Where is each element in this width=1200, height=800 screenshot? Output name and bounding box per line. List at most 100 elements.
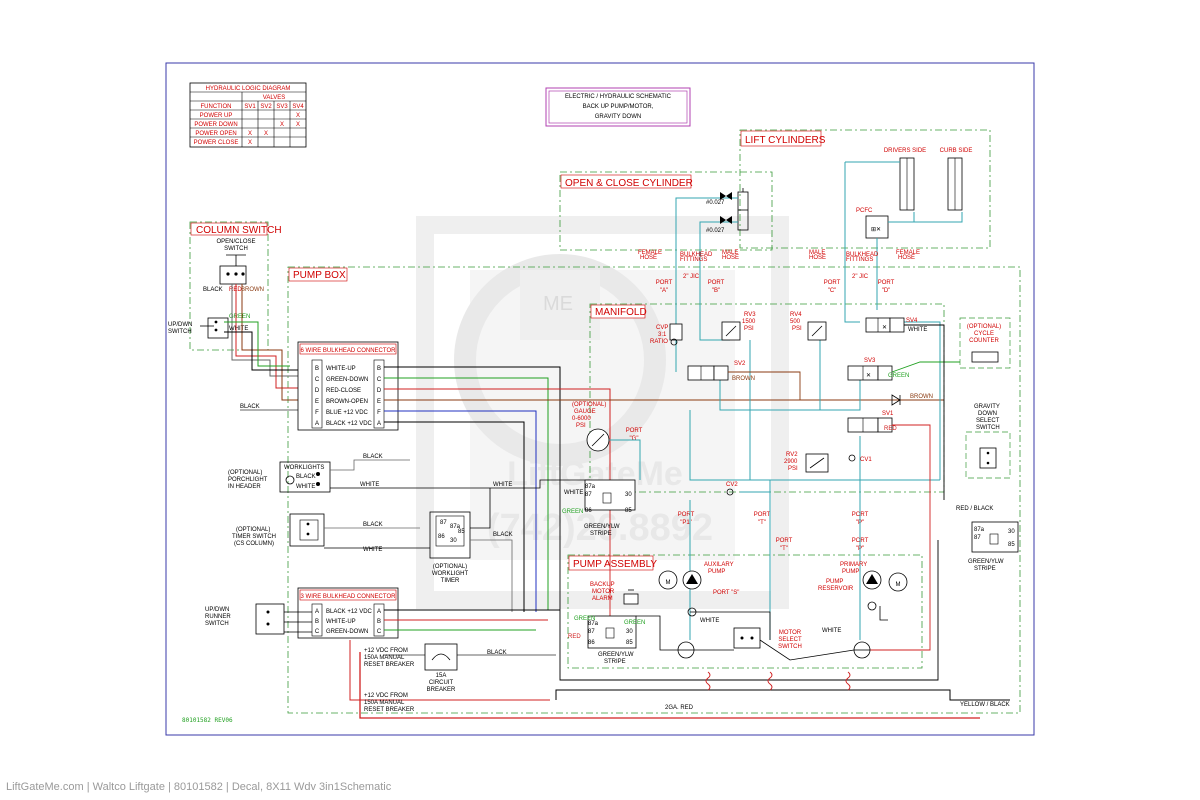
logic-table-title: HYDRAULIC LOGIC DIAGRAM	[206, 86, 291, 92]
svg-text:MALE: MALE	[722, 250, 738, 256]
svg-text:+12 VDC FROM: +12 VDC FROM	[364, 648, 408, 654]
svg-text:STRIPE: STRIPE	[604, 659, 626, 665]
reference-number: 80101582 REV06	[182, 717, 233, 724]
power-feeds: +12 VDC FROM 150A MANUAL RESET BREAKER +…	[349, 640, 1010, 719]
svg-text:GREEN/YLW: GREEN/YLW	[584, 524, 620, 530]
watermark-logo: ME	[543, 293, 573, 315]
svg-text:GREEN: GREEN	[888, 373, 909, 379]
svg-text:BROWN: BROWN	[732, 376, 755, 382]
svg-text:"T": "T"	[780, 546, 788, 552]
svg-text:PORT: PORT	[626, 428, 643, 434]
svg-text:BLACK +12 VDC: BLACK +12 VDC	[326, 421, 373, 427]
svg-text:WHITE: WHITE	[229, 326, 248, 332]
svg-text:D: D	[315, 388, 320, 394]
svg-text:⊞✕: ⊞✕	[871, 227, 881, 233]
svg-text:PORT: PORT	[878, 280, 895, 286]
svg-text:GREEN: GREEN	[229, 314, 250, 320]
svg-text:87: 87	[974, 535, 981, 541]
svg-text:PORT: PORT	[754, 512, 771, 518]
svg-text:A: A	[315, 421, 319, 427]
three-wire-connector: 3 WIRE BULKHEAD CONNECTOR A BLACK +12 VD…	[297, 587, 399, 639]
svg-text:PORT: PORT	[708, 280, 725, 286]
logic-mark: X	[280, 122, 284, 128]
svg-text:85: 85	[626, 640, 633, 646]
svg-text:87: 87	[440, 520, 447, 526]
svg-text:MOTOR: MOTOR	[592, 589, 615, 595]
svg-text:YELLOW / BLACK: YELLOW / BLACK	[960, 702, 1010, 708]
svg-text:C: C	[377, 377, 382, 383]
svg-text:A: A	[315, 609, 319, 615]
svg-text:(OPTIONAL): (OPTIONAL)	[236, 527, 270, 533]
up-dwn-switch: UP/DWN SWITCH GREEN WHITE	[168, 314, 250, 339]
svg-text:WHITE: WHITE	[700, 618, 719, 624]
pump-assembly-title: PUMP ASSEMBLY	[573, 559, 657, 570]
logic-table-valves: VALVES	[263, 95, 285, 101]
svg-text:DRIVERS SIDE: DRIVERS SIDE	[884, 148, 926, 154]
svg-text:SWITCH: SWITCH	[778, 644, 802, 650]
svg-text:30: 30	[1008, 529, 1015, 535]
open-close-cylinder-box	[559, 171, 773, 251]
svg-text:UP/DWN: UP/DWN	[205, 607, 229, 613]
control-wiring	[559, 324, 960, 681]
svg-text:IN HEADER: IN HEADER	[228, 484, 261, 490]
svg-text:CVP: CVP	[656, 325, 668, 331]
svg-text:E: E	[315, 399, 319, 405]
column-switch-box	[189, 221, 269, 351]
logic-col-sv4: SV4	[292, 104, 304, 110]
svg-text:CV1: CV1	[860, 457, 872, 463]
svg-text:87a: 87a	[588, 621, 599, 627]
gravity-down-select-switch: GRAVITY DOWN SELECT SWITCH RED / BLACK	[956, 404, 1011, 512]
svg-text:15A: 15A	[436, 673, 447, 679]
column-switch-title: COLUMN SWITCH	[196, 225, 282, 236]
svg-text:MALE: MALE	[809, 250, 825, 256]
svg-text:SWITCH: SWITCH	[168, 329, 192, 335]
svg-text:RESET BREAKER: RESET BREAKER	[364, 707, 415, 713]
svg-text:GREEN: GREEN	[624, 620, 645, 626]
svg-text:"A": "A"	[660, 288, 668, 294]
logic-col-sv3: SV3	[276, 104, 288, 110]
svg-text:✕: ✕	[882, 325, 887, 331]
lift-cylinders-box	[739, 129, 991, 249]
porchlight: (OPTIONAL) PORCHLIGHT IN HEADER WORKLIGH…	[228, 454, 590, 493]
svg-text:A: A	[377, 609, 381, 615]
svg-text:FITTINGS: FITTINGS	[846, 257, 873, 263]
svg-text:GREEN: GREEN	[574, 616, 595, 622]
svg-text:WHITE-UP: WHITE-UP	[326, 366, 356, 372]
svg-text:B: B	[377, 619, 381, 625]
svg-text:"B": "B"	[712, 288, 720, 294]
watermark-phone: (742)26.8892	[487, 507, 713, 549]
svg-text:SELECT: SELECT	[778, 637, 802, 643]
svg-text:RED-CLOSE: RED-CLOSE	[326, 388, 361, 394]
svg-text:SELECT: SELECT	[976, 418, 1000, 424]
svg-text:BROWN: BROWN	[910, 394, 933, 400]
lift-cylinders: DRIVERS SIDE CURB SIDE PCFC ⊞✕	[844, 148, 972, 268]
svg-text:(OPTIONAL): (OPTIONAL)	[433, 564, 467, 570]
svg-text:FEMALE: FEMALE	[896, 250, 920, 256]
svg-text:GAUGE: GAUGE	[574, 409, 596, 415]
svg-text:WORKLIGHT: WORKLIGHT	[432, 571, 469, 577]
svg-text:WHITE: WHITE	[564, 490, 583, 496]
svg-text:RATIO: RATIO	[650, 339, 668, 345]
svg-text:87: 87	[585, 492, 592, 498]
svg-text:SWITCH: SWITCH	[224, 246, 248, 252]
svg-text:BLACK: BLACK	[203, 287, 223, 293]
svg-text:WORKLIGHTS: WORKLIGHTS	[284, 465, 324, 471]
svg-text:AUXILARY: AUXILARY	[704, 562, 734, 568]
svg-text:#0.027: #0.027	[706, 200, 725, 206]
svg-text:PUMP: PUMP	[826, 579, 843, 585]
svg-text:(OPTIONAL): (OPTIONAL)	[572, 402, 606, 408]
svg-text:SWITCH: SWITCH	[205, 621, 229, 627]
six-wire-title: 6 WIRE BULKHEAD CONNECTOR	[301, 348, 397, 354]
svg-text:#0.027: #0.027	[706, 228, 725, 234]
svg-text:WHITE: WHITE	[360, 482, 379, 488]
svg-text:C: C	[315, 377, 320, 383]
svg-text:(OPTIONAL): (OPTIONAL)	[967, 324, 1001, 330]
relay-right: 87a 87 30 85 GREEN/YLW STRIPE	[968, 521, 1019, 572]
svg-text:F: F	[315, 410, 319, 416]
svg-text:STRIPE: STRIPE	[974, 566, 996, 572]
header-line2: BACK UP PUMP/MOTOR,	[583, 104, 654, 110]
svg-text:RV3: RV3	[744, 312, 756, 318]
manifold-box	[589, 303, 945, 493]
svg-text:SWITCH: SWITCH	[976, 425, 1000, 431]
svg-text:SV1: SV1	[882, 411, 894, 417]
